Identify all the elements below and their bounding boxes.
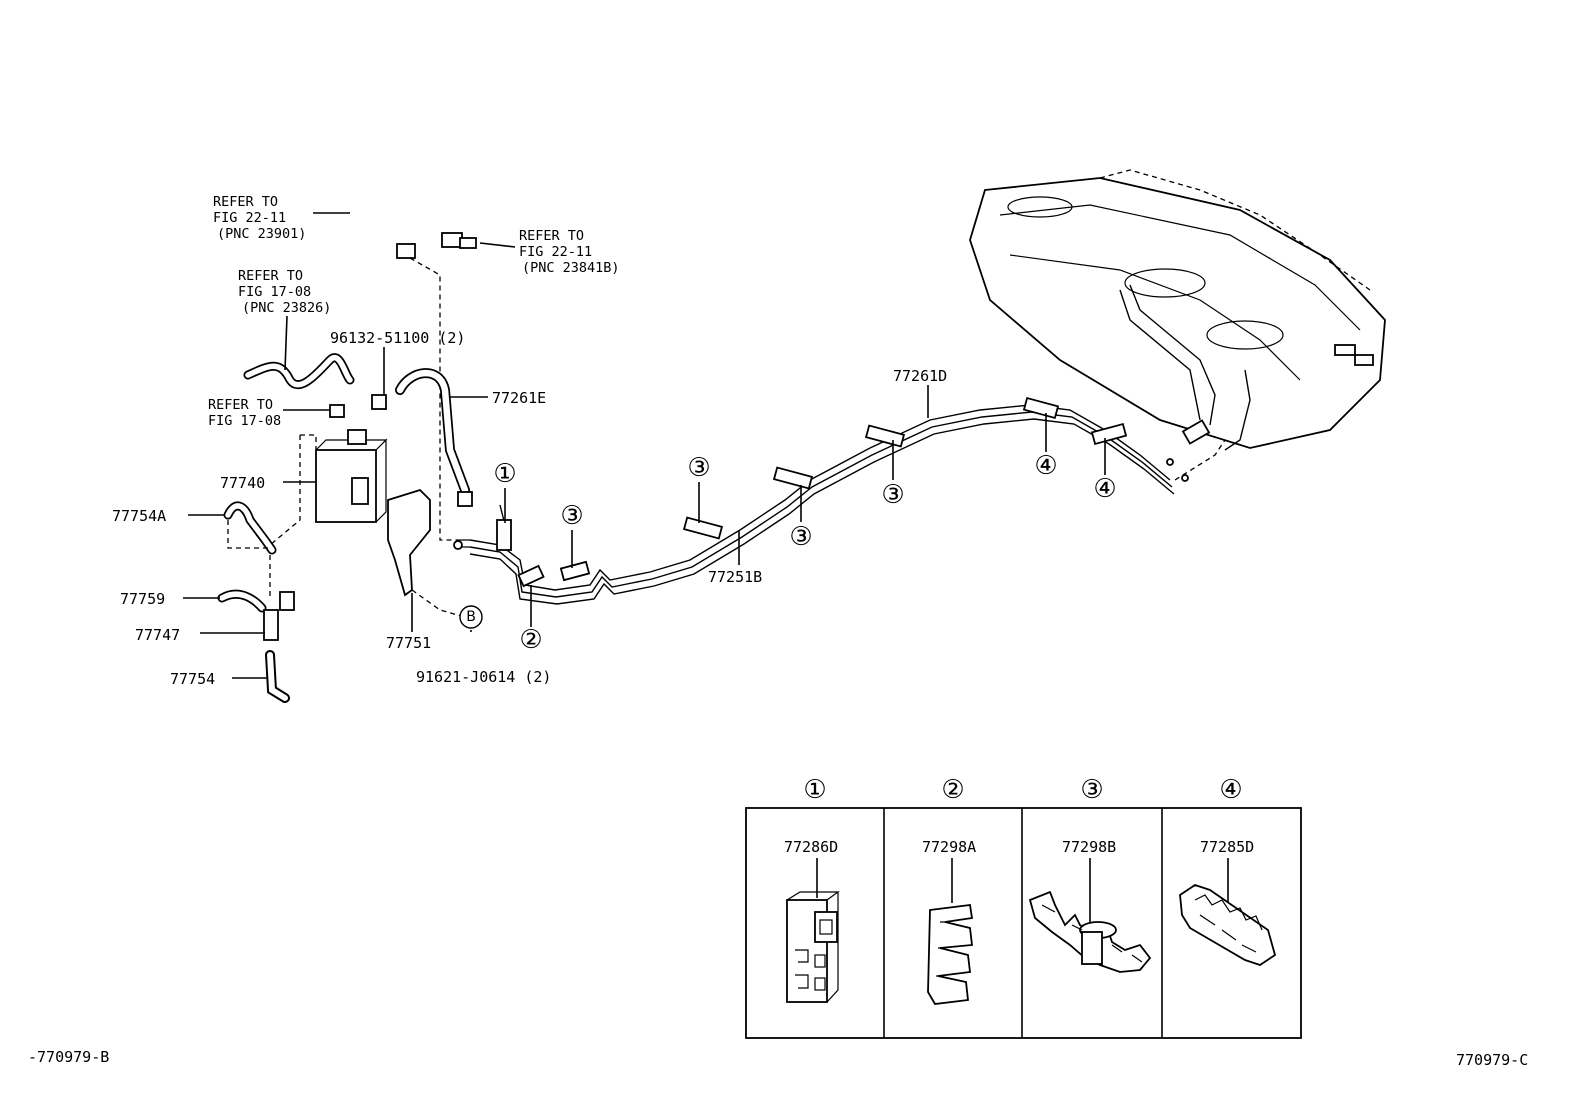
part-77751: 77751 — [386, 634, 431, 652]
leader-lines — [183, 212, 1106, 679]
clip-77286D — [786, 891, 840, 1003]
callout-2: ② — [519, 625, 542, 655]
ref4-line1: REFER TO — [208, 397, 273, 413]
callout-3-d: ③ — [881, 480, 904, 510]
part-77747: 77747 — [135, 626, 180, 644]
legend-part-77298A: 77298A — [922, 838, 976, 856]
ref2-line1: REFER TO — [519, 228, 584, 244]
legend-mark-1: ① — [803, 775, 826, 805]
legend-mark-2: ② — [941, 775, 964, 805]
part-77754: 77754 — [170, 670, 215, 688]
ref3-line1: REFER TO — [238, 268, 303, 284]
callout-3-a: ③ — [560, 501, 583, 531]
ref3-line3: (PNC 23826) — [242, 300, 331, 316]
diagram-callouts: ① ② ③ ③ ③ ③ ④ ④ B — [459, 451, 1117, 655]
footer-right-code: 770979-C — [1456, 1051, 1528, 1069]
legend-part-77298B: 77298B — [1062, 838, 1116, 856]
clip-77285D — [1179, 884, 1277, 966]
part-96132: 96132-51100 (2) — [330, 329, 465, 347]
left-components — [217, 198, 477, 703]
legend-mark-3: ③ — [1080, 775, 1103, 805]
callout-4-b: ④ — [1093, 474, 1116, 504]
ref4-line2: FIG 17-08 — [208, 413, 281, 429]
ref1-line3: (PNC 23901) — [217, 226, 306, 242]
footer-left-code: -770979-B — [28, 1048, 109, 1066]
fuel-tank — [969, 169, 1386, 481]
part-91621: 91621-J0614 (2) — [416, 668, 551, 686]
part-77251B: 77251B — [708, 568, 762, 586]
legend-part-77285D: 77285D — [1200, 838, 1254, 856]
legend-part-77286D: 77286D — [784, 838, 838, 856]
part-77261D: 77261D — [893, 367, 947, 385]
callout-3-c: ③ — [789, 522, 812, 552]
callout-B: B — [466, 609, 476, 625]
ref2-line2: FIG 22-11 — [519, 244, 592, 260]
callout-3-b: ③ — [687, 453, 710, 483]
footer-codes: -770979-B 770979-C — [28, 1048, 1528, 1069]
ref3-line2: FIG 17-08 — [238, 284, 311, 300]
ref2-line3: (PNC 23841B) — [522, 260, 620, 276]
part-77754A: 77754A — [112, 507, 166, 525]
clip-77298A — [927, 903, 974, 1005]
callout-1: ① — [493, 459, 516, 489]
clip-77298B — [1028, 890, 1152, 973]
legend-mark-4: ④ — [1219, 775, 1242, 805]
part-77759: 77759 — [120, 590, 165, 608]
reference-labels: REFER TO FIG 22-11 (PNC 23901) REFER TO … — [208, 194, 620, 429]
ref1-line2: FIG 22-11 — [213, 210, 286, 226]
part-number-labels: 96132-51100 (2) 77261E 77740 77754A 7775… — [112, 329, 947, 688]
ref1-line1: REFER TO — [213, 194, 278, 210]
part-77261E: 77261E — [492, 389, 546, 407]
fuel-lines — [453, 396, 1189, 605]
part-77740: 77740 — [220, 474, 265, 492]
clip-legend-table: ① ② ③ ④ 77286D 77298A 77298B 77285D — [745, 775, 1302, 1039]
callout-4-a: ④ — [1034, 451, 1057, 481]
